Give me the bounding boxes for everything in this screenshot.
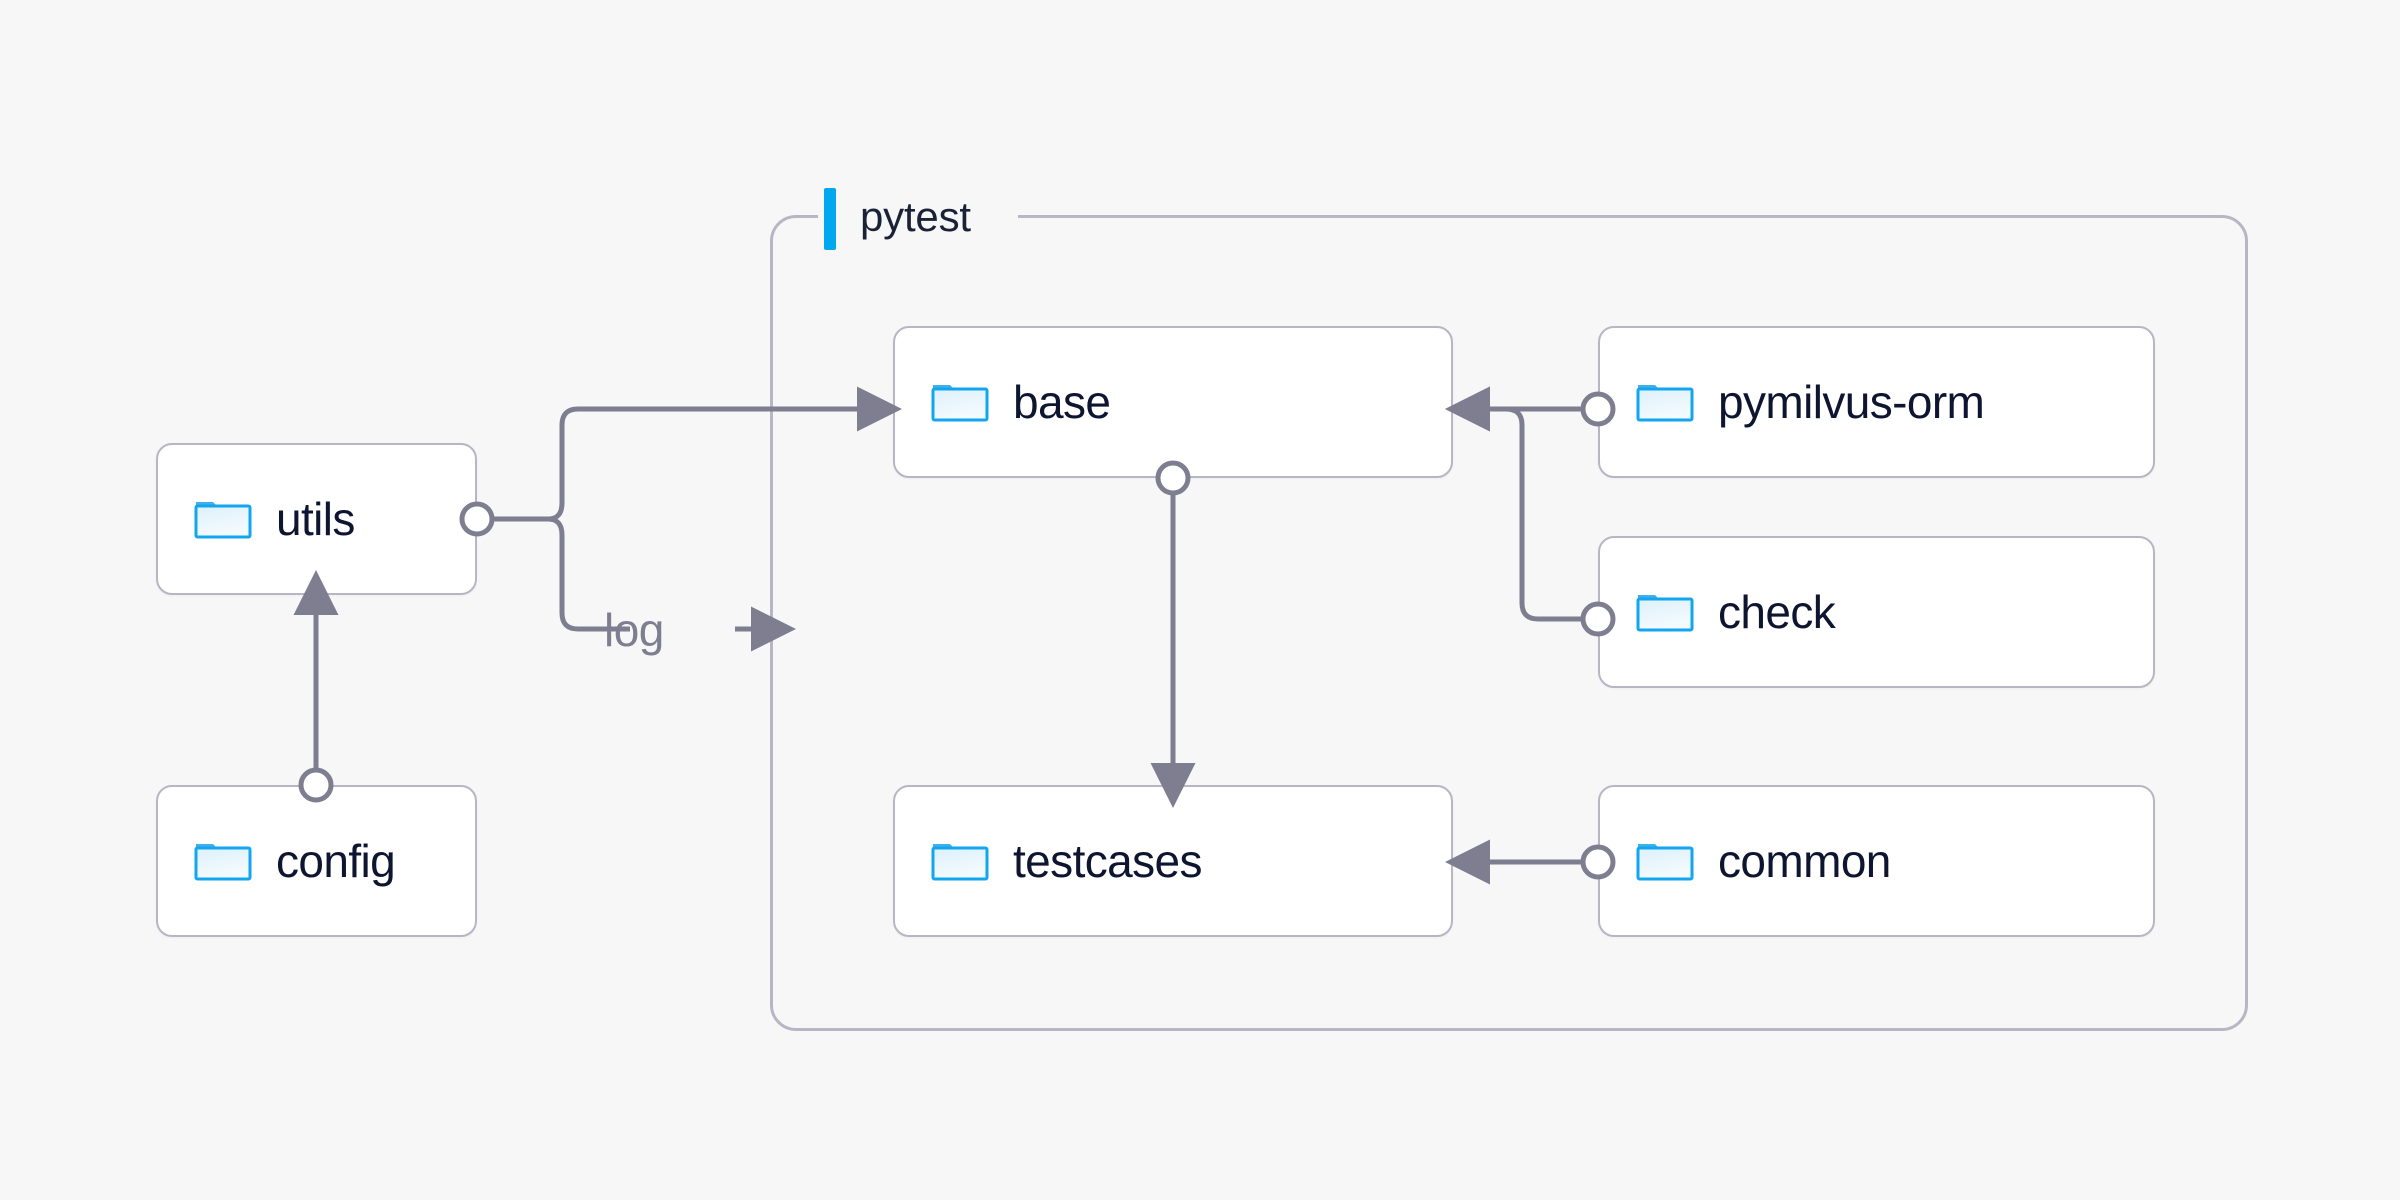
node-label: common — [1718, 835, 1891, 887]
group-accent-bar — [824, 188, 836, 250]
folder-icon — [931, 835, 989, 888]
folder-icon — [194, 493, 252, 546]
node-label: config — [276, 835, 396, 887]
node-testcases[interactable]: testcases — [893, 785, 1453, 937]
folder-icon — [194, 835, 252, 888]
node-label: pymilvus-orm — [1718, 376, 1985, 428]
node-config[interactable]: config — [156, 785, 477, 937]
node-label: check — [1718, 586, 1836, 638]
group-label-pytest: pytest — [850, 196, 981, 238]
node-check[interactable]: check — [1598, 536, 2155, 688]
folder-icon — [1636, 376, 1694, 429]
node-utils[interactable]: utils — [156, 443, 477, 595]
folder-icon — [931, 376, 989, 429]
node-label: base — [1013, 376, 1111, 428]
folder-icon — [1636, 835, 1694, 888]
edge-config-utils — [293, 570, 339, 803]
node-label: testcases — [1013, 835, 1203, 887]
edge-label-log: log — [604, 604, 664, 656]
node-common[interactable]: common — [1598, 785, 2155, 937]
folder-icon — [1636, 586, 1694, 639]
node-label: utils — [276, 493, 355, 545]
node-base[interactable]: base — [893, 326, 1453, 478]
node-pymilvus-orm[interactable]: pymilvus-orm — [1598, 326, 2155, 478]
